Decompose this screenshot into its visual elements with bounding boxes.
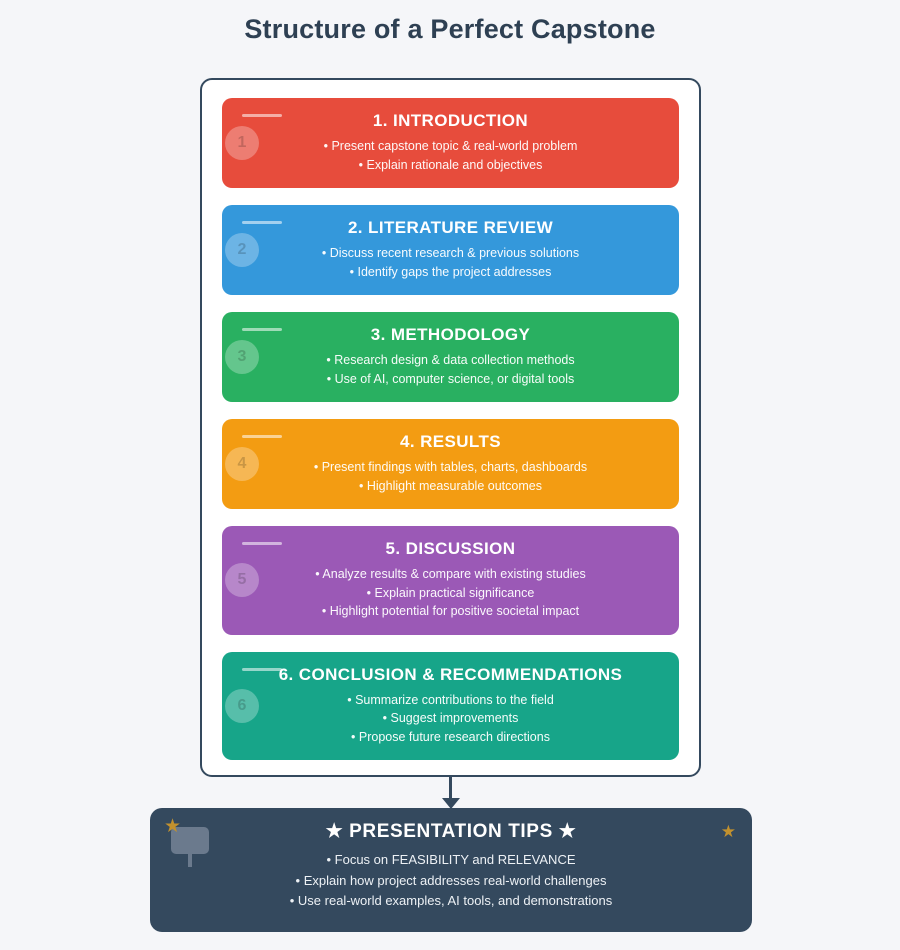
star-icon: ★ [720, 822, 736, 841]
decorative-dash [242, 221, 282, 224]
decorative-dash [242, 542, 282, 545]
section-bullet: • Discuss recent research & previous sol… [321, 246, 580, 260]
section-title: 4. RESULTS [400, 432, 501, 451]
section-bullet: • Highlight potential for positive socie… [321, 604, 580, 618]
step-number-badge: 1 [225, 126, 259, 160]
step-number: 2 [237, 241, 247, 258]
step-number-badge: 2 [225, 233, 259, 267]
tips-bullet-list: • Focus on FEASIBILITY and RELEVANCE • E… [150, 850, 752, 912]
connector-arrow-head-icon [442, 798, 460, 809]
decorative-dash [242, 328, 282, 331]
presentation-tips-panel: ★ ★ ★ PRESENTATION TIPS ★ • Focus on FEA… [150, 808, 752, 932]
section-bullet: • Present capstone topic & real-world pr… [323, 139, 578, 153]
star-icon: ★ [164, 816, 182, 837]
section-bullet: • Research design & data collection meth… [326, 353, 575, 367]
section-bullet: • Present findings with tables, charts, … [313, 460, 588, 474]
tips-bullet: • Use real-world examples, AI tools, and… [289, 893, 613, 908]
section-bullet: • Explain practical significance [366, 585, 535, 600]
section-conclusion-recommendations: 6 6. CONCLUSION & RECOMMENDATIONS • Summ… [222, 651, 679, 760]
tips-title: ★ PRESENTATION TIPS ★ [325, 821, 577, 842]
tips-bullet: • Explain how project addresses real-wor… [295, 872, 607, 888]
step-number-badge: 6 [225, 688, 259, 723]
section-literature-review: 2 2. LITERATURE REVIEW • Discuss recent … [222, 205, 679, 295]
presentation-board-icon: ★ [164, 817, 210, 868]
section-bullet: • Use of AI, computer science, or digita… [326, 371, 575, 386]
section-introduction: 1 1. INTRODUCTION • Present capstone top… [222, 98, 679, 188]
tips-bullet: • Focus on FEASIBILITY and RELEVANCE [326, 852, 576, 867]
section-bullet: • Explain rationale and objectives [358, 157, 543, 172]
capstone-structure-panel: 1 1. INTRODUCTION • Present capstone top… [200, 78, 701, 777]
section-bullet: • Analyze results & compare with existin… [315, 567, 586, 581]
step-number: 5 [237, 571, 247, 589]
section-title: 1. INTRODUCTION [372, 111, 529, 130]
step-number-badge: 5 [225, 563, 259, 598]
section-bullet: • Identify gaps the project addresses [349, 264, 552, 279]
decorative-dash [242, 114, 282, 117]
decorative-dash [242, 435, 282, 438]
section-title: 6. CONCLUSION & RECOMMENDATIONS [278, 664, 623, 684]
step-number-badge: 3 [225, 340, 259, 374]
step-number: 1 [237, 134, 247, 151]
decorative-dash [242, 667, 282, 671]
section-bullet: • Highlight measurable outcomes [359, 478, 542, 493]
step-number: 6 [237, 696, 247, 714]
section-discussion: 5 5. DISCUSSION • Analyze results & comp… [222, 526, 679, 635]
section-bullet: • Summarize contributions to the field [347, 692, 554, 707]
step-number-badge: 4 [225, 447, 259, 481]
step-number: 4 [237, 455, 247, 472]
section-bullet: • Suggest improvements [382, 711, 519, 725]
section-title: 2. LITERATURE REVIEW [347, 218, 554, 237]
section-methodology: 3 3. METHODOLOGY • Research design & dat… [222, 312, 679, 402]
page-title: Structure of a Perfect Capstone [244, 14, 656, 44]
step-number: 3 [237, 348, 247, 365]
section-bullet: • Propose future research directions [351, 729, 550, 744]
section-title: 5. DISCUSSION [385, 539, 516, 558]
connector-arrow-line [449, 777, 452, 798]
board-stand [188, 854, 192, 867]
board-shape [171, 827, 209, 854]
section-results: 4 4. RESULTS • Present findings with tab… [222, 419, 679, 509]
section-title: 3. METHODOLOGY [370, 325, 531, 344]
